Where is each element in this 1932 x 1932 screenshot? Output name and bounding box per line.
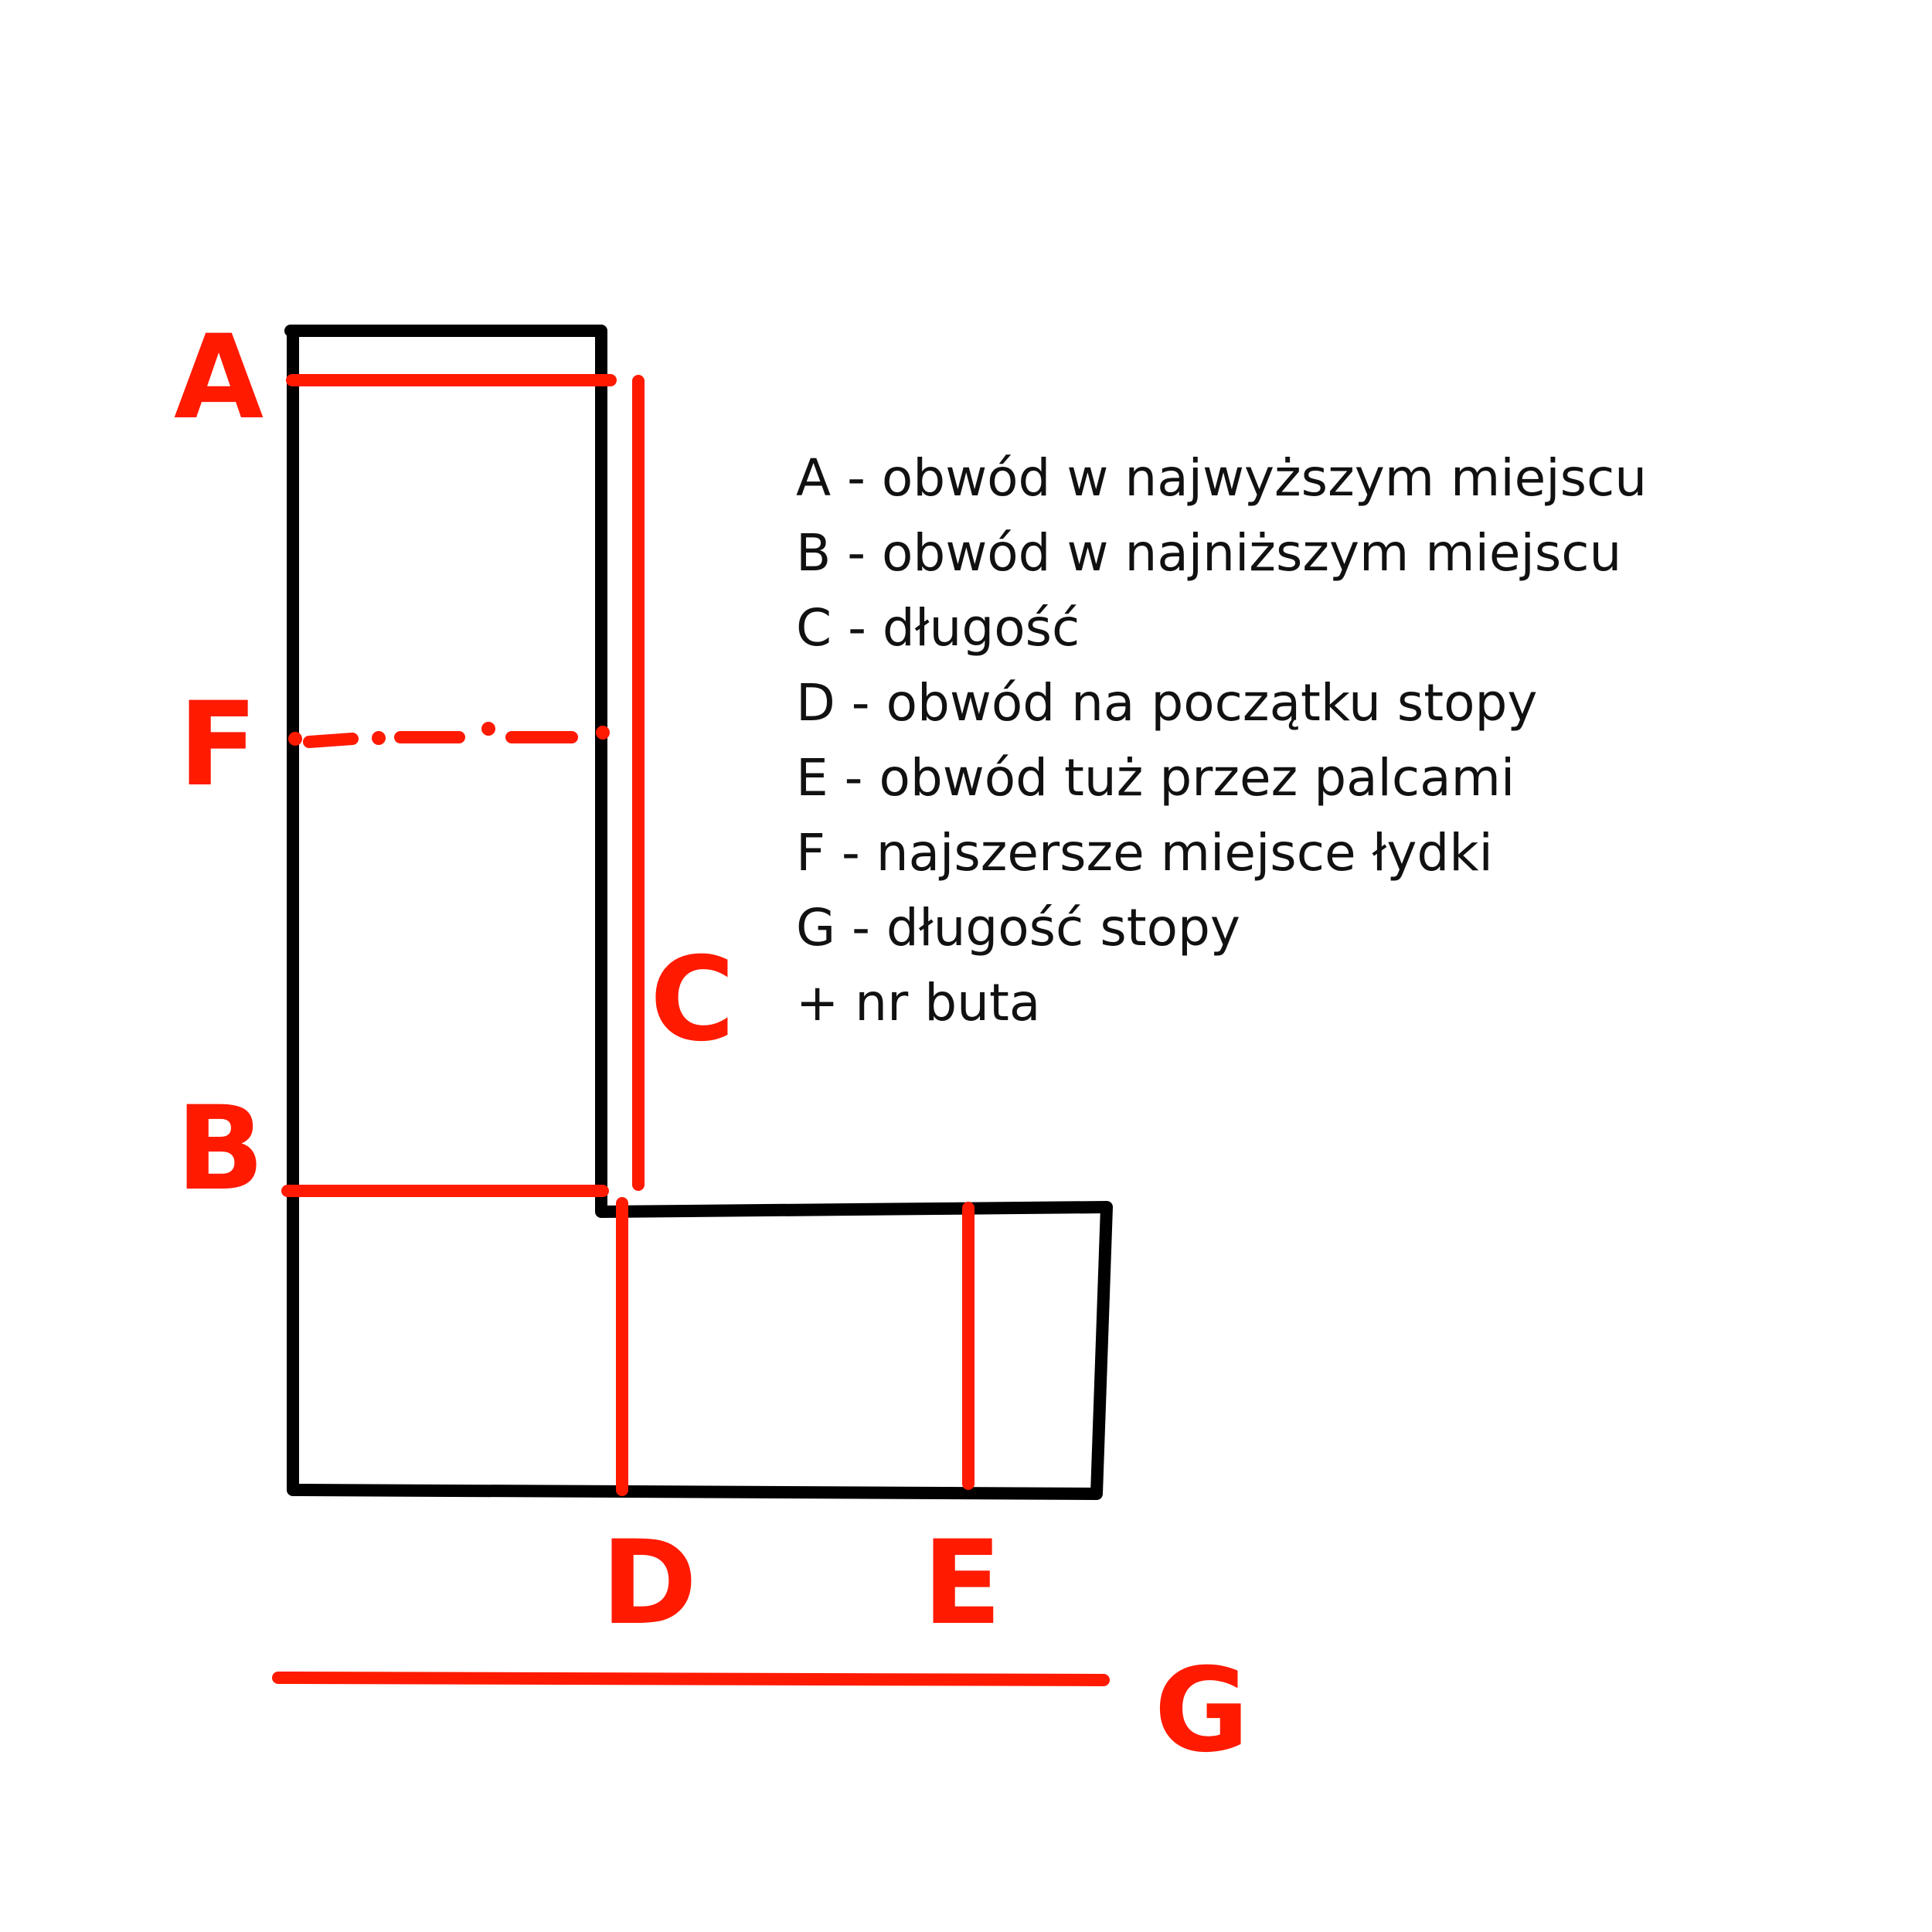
measurement-lines bbox=[272, 374, 1110, 1686]
legend-item: E - obwód tuż przez palcami bbox=[796, 748, 1515, 808]
boot-outline-path bbox=[284, 325, 1113, 1500]
legend-item: D - obwód na początku stopy bbox=[796, 673, 1538, 733]
legend-item: C - długość bbox=[796, 598, 1080, 658]
line-f-dot bbox=[481, 722, 495, 736]
marker-f: F bbox=[179, 678, 257, 812]
marker-e: E bbox=[923, 1516, 1002, 1651]
marker-b: B bbox=[176, 1082, 264, 1216]
marker-a: A bbox=[174, 311, 264, 445]
legend-item: + nr buta bbox=[796, 973, 1041, 1032]
boot-outline bbox=[284, 325, 1113, 1500]
marker-g: G bbox=[1154, 1644, 1249, 1778]
line-g bbox=[272, 1672, 1110, 1686]
line-f bbox=[288, 722, 610, 748]
measurement-legend: A - obwód w najwyższym miejscu B - obwód… bbox=[796, 440, 1647, 1040]
marker-c: C bbox=[650, 933, 735, 1067]
legend-item: F - najszersze miejsce łydki bbox=[796, 823, 1493, 883]
legend-item: B - obwód w najniższym miejscu bbox=[796, 523, 1622, 583]
line-f-dash bbox=[303, 733, 359, 748]
measurement-markers: A F C B D E G bbox=[174, 311, 1250, 1778]
line-f-dot bbox=[596, 726, 610, 740]
marker-d: D bbox=[601, 1516, 698, 1651]
legend-item: A - obwód w najwyższym miejscu bbox=[796, 448, 1648, 508]
legend-item: G - długość stopy bbox=[796, 898, 1240, 957]
line-f-dot bbox=[288, 732, 302, 746]
line-f-dot bbox=[372, 731, 386, 745]
